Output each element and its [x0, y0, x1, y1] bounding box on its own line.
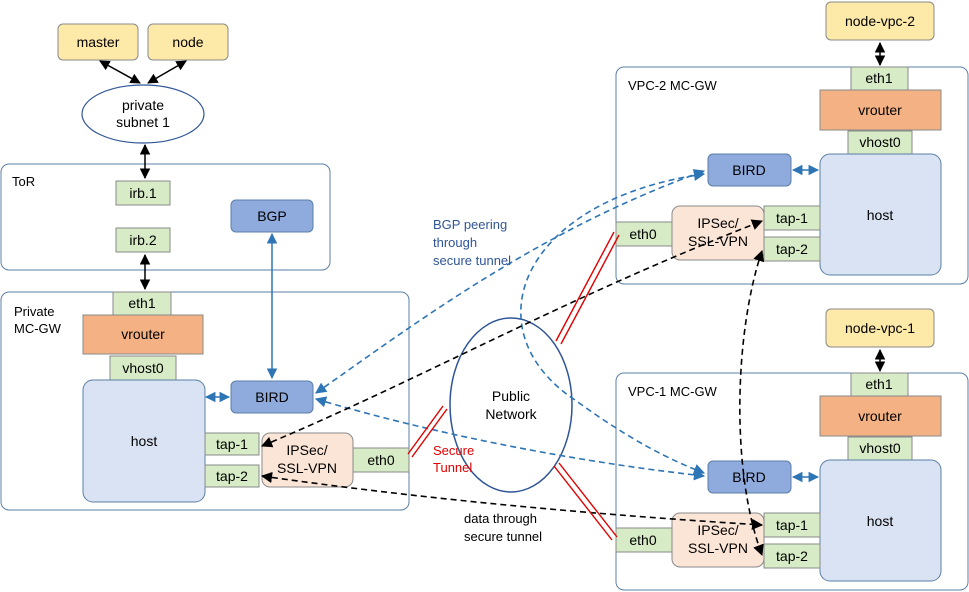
master-subnet-link	[99, 60, 141, 84]
private-subnet-ellipse	[81, 84, 205, 144]
vpc1-host-label: host	[867, 513, 894, 529]
data-tunnel-tap2-to-vpc1	[260, 471, 764, 530]
node-vpc2-box	[825, 1, 935, 41]
vpc1-tap1-label: tap-1	[776, 517, 808, 533]
vpc2-eth1-label: eth1	[865, 70, 892, 86]
vpc2-vrouter-box	[819, 89, 942, 131]
private-tap2-box	[204, 464, 260, 488]
vpc1-vhost0-label: vhost0	[859, 440, 900, 456]
private-tap1-label: tap-1	[216, 436, 248, 452]
vpc1-tap2-label: tap-2	[776, 548, 808, 564]
vpc1-bird-label: BIRD	[732, 469, 765, 485]
master-box	[57, 23, 139, 61]
vpc1-eth0-label: eth0	[629, 532, 656, 548]
private-vrouter-label: vrouter	[121, 326, 165, 342]
vpc2-bird-box	[707, 153, 792, 187]
node-vpc2-label: node-vpc-2	[845, 13, 915, 29]
vpc2-vhost0-label: vhost0	[859, 134, 900, 150]
secure-tunnel-private	[407, 405, 448, 458]
secure-tunnel-vpc2	[555, 231, 620, 345]
private-vrouter-box	[82, 314, 204, 355]
node-vpc1-label: node-vpc-1	[845, 320, 915, 336]
vpc2-vrouter-label: vrouter	[858, 102, 902, 118]
data-tunnel-tap1-to-vpc2	[260, 219, 764, 448]
private-tap1-box	[204, 432, 260, 456]
vpc1-mc-gw-title: VPC-1 MC-GW	[628, 384, 718, 399]
private-eth1-label: eth1	[128, 295, 155, 311]
irb2-box	[115, 227, 171, 253]
irb1-label: irb.1	[129, 185, 156, 201]
bgp-label: BGP	[257, 208, 287, 224]
node-label: node	[172, 34, 203, 50]
master-label: master	[77, 34, 120, 50]
tor-title: ToR	[12, 174, 35, 189]
node-vpc1-box	[825, 308, 935, 348]
vpc2-tap2-box	[763, 236, 821, 262]
irb2-label: irb.2	[129, 232, 156, 248]
private-host-label: host	[131, 433, 158, 449]
private-tap2-label: tap-2	[216, 468, 248, 484]
vpc2-tap2-label: tap-2	[776, 241, 808, 257]
vpc2-eth0-label: eth0	[629, 226, 656, 242]
node-box	[147, 23, 229, 61]
private-bird-label: BIRD	[255, 389, 288, 405]
vpc2-host-label: host	[867, 207, 894, 223]
vpc1-eth0-box	[615, 527, 673, 553]
vpc2-mc-gw-title: VPC-2 MC-GW	[628, 78, 718, 93]
private-vhost0-label: vhost0	[122, 360, 163, 376]
vpc2-bird-label: BIRD	[732, 162, 765, 178]
vpc1-vrouter-box	[819, 395, 942, 437]
vpc2-tap1-box	[763, 205, 821, 231]
irb1-box	[115, 180, 171, 206]
vpc1-eth1-label: eth1	[865, 376, 892, 392]
node-subnet-link	[147, 60, 187, 84]
data-tunnel-vpc2-to-vpc1	[739, 249, 765, 557]
private-eth0-label: eth0	[367, 452, 394, 468]
secure-tunnel-vpc1	[553, 462, 618, 541]
vpc1-vrouter-label: vrouter	[858, 408, 902, 424]
vpc2-tap1-label: tap-1	[776, 210, 808, 226]
